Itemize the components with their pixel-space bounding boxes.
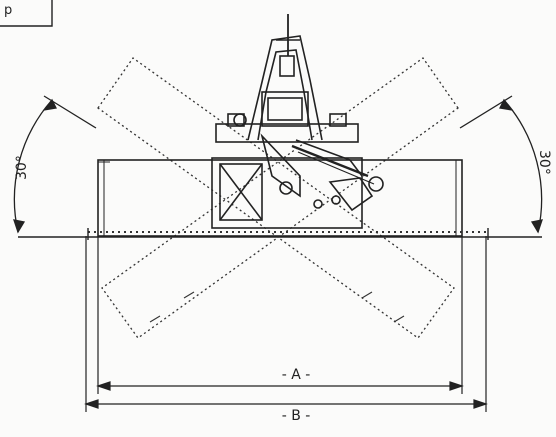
tilt-position-tick-marks <box>149 291 405 323</box>
dimension-extension-lines <box>85 236 487 412</box>
angle-label-right: 30° <box>536 150 552 175</box>
blade-cutting-edge <box>87 228 489 240</box>
angle-arc-left <box>13 95 97 234</box>
dimension-b-label: - B - <box>282 408 311 424</box>
dimension-b-line <box>84 399 488 409</box>
dimension-a-label: - A - <box>282 367 311 383</box>
blade-level-position <box>97 159 463 237</box>
center-frame <box>211 14 384 229</box>
corner-box-label: p <box>4 3 12 18</box>
corner-title-box: p <box>0 0 53 27</box>
tilt-position-left-outline <box>97 57 455 339</box>
dimension-a-line <box>96 381 464 391</box>
angle-label-left: 30° <box>14 155 30 180</box>
tilt-position-right-outline <box>101 57 459 339</box>
angle-arc-right <box>459 95 543 234</box>
